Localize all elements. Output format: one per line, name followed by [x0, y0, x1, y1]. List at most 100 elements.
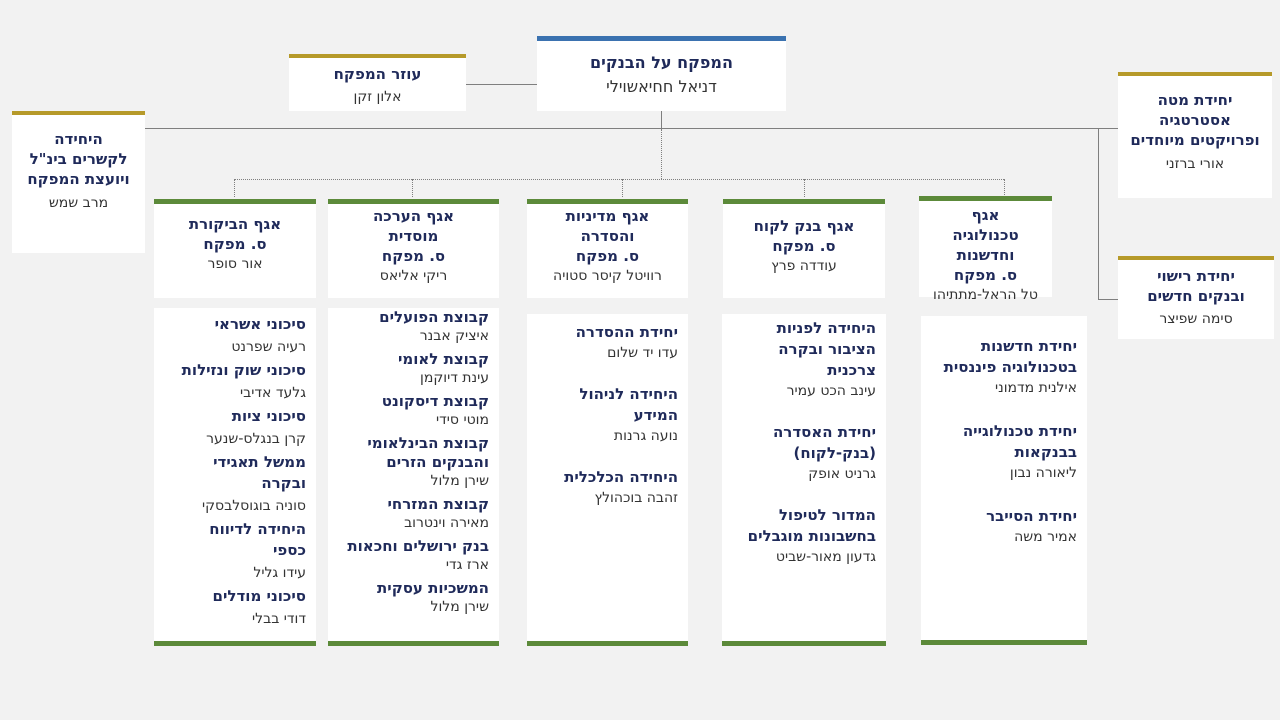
connector-dept-4 [804, 179, 805, 197]
list-item: יחידת האסדרה (בנק-לקוח) גרניט אופק [732, 422, 876, 485]
unit-head-name: עידו גליל [253, 565, 306, 581]
unit-title: (בנק-לקוח) [793, 444, 877, 462]
unit-head-name: עינת דיוקמן [420, 370, 489, 386]
department-title-line: ס. מפקח [772, 237, 836, 255]
list-item: סיכוני אשראי רעיה שפרנט [164, 314, 306, 358]
strategy-title-1: יחידת מטה [1157, 91, 1233, 109]
strategy-title-3: ופרויקטים מיוחדים [1130, 131, 1260, 149]
unit-head-name: נועה גרנות [613, 428, 678, 444]
unit-title: ממשל תאגידי [213, 453, 306, 471]
strategy-unit-box: יחידת מטה אסטרטגיה ופרויקטים מיוחדים אור… [1118, 72, 1272, 198]
unit-title: יחידת הסייבר [986, 507, 1077, 525]
connector-dept-5 [1004, 179, 1005, 197]
unit-title: היחידה לניהול [579, 385, 678, 403]
unit-title: בחשבונות מוגבלים [747, 527, 876, 545]
unit-title: המדור לטיפול [778, 506, 876, 524]
connector-departments-horizontal [234, 179, 1004, 180]
list-item: המשכיות עסקית שירן מלול [338, 579, 489, 617]
unit-title: בבנקאות [1014, 443, 1077, 461]
international-title-2: לקשרים בינ"ל [29, 150, 128, 168]
department-policy-units: יחידת ההסדרה עדו יד שלום היחידה לניהול ה… [527, 314, 688, 646]
unit-title: סיכוני ציות [231, 407, 306, 425]
unit-title: קבוצת הבינלאומי [367, 434, 489, 452]
supervisor-box: המפקח על הבנקים דניאל חחיאשוילי [537, 36, 786, 111]
unit-head-name: קרן בנגלס-שנער [206, 431, 306, 447]
list-item: סיכוני שוק ונזילות גלעד אדיבי [164, 360, 306, 404]
connector-top-assistant [465, 84, 538, 85]
list-item: יחידת ההסדרה עדו יד שלום [537, 322, 678, 364]
department-assessment-header: אגף הערכה מוסדית ס. מפקח ריקי אליאס [328, 199, 499, 298]
connector-top-to-departments [661, 129, 662, 179]
unit-title: בטכנולוגיה פיננסית [943, 358, 1077, 376]
list-item: קבוצת המזרחי מאירה וינטרוב [338, 495, 489, 533]
unit-title: קבוצת לאומי [397, 350, 489, 368]
unit-head-name: שירן מלול [430, 599, 489, 615]
connector-dept-1 [234, 179, 235, 197]
list-item: היחידה לניהול המידע נועה גרנות [537, 384, 678, 447]
department-head-name: טל הראל-מתתיהו [933, 287, 1038, 303]
unit-head-name: סוניה בוגוסלבסקי [201, 498, 306, 514]
department-title-line: אגף הערכה [372, 207, 455, 225]
supervisor-name: דניאל חחיאשוילי [606, 77, 717, 96]
list-item: קבוצת הפועלים איציק אבנר [338, 308, 489, 346]
department-bank-customer-units: היחידה לפניות הציבור ובקרה צרכנית עינב ה… [722, 314, 886, 646]
department-title-line: אגף [971, 206, 1000, 224]
unit-head-name: ארז גדי [445, 557, 489, 573]
strategy-name: אורי ברזני [1165, 156, 1225, 172]
unit-head-name: מוטי סידי [436, 412, 489, 428]
unit-title: סיכוני מודלים [212, 587, 306, 605]
unit-head-name: דודי בבלי [252, 611, 306, 627]
list-item: יחידת טכנולוגייה בבנקאות ליאורה נבון [931, 421, 1077, 484]
list-item: המדור לטיפול בחשבונות מוגבלים גדעון מאור… [732, 505, 876, 568]
unit-head-name: אילנית מדמוני [994, 380, 1077, 396]
unit-title: היחידה לדיווח [209, 520, 306, 538]
department-head-name: אור סופר [207, 256, 263, 272]
department-title-line: אגף הביקורת [188, 215, 282, 233]
unit-head-name: זהבה בוכהולץ [594, 490, 678, 506]
connector-right-vertical [1098, 128, 1099, 300]
unit-title: היחידה לפניות [776, 319, 876, 337]
list-item: סיכוני ציות קרן בנגלס-שנער [164, 406, 306, 450]
unit-title: יחידת טכנולוגייה [962, 422, 1077, 440]
department-title-line: מוסדית [388, 227, 439, 245]
international-title-3: ויועצת המפקח [27, 170, 130, 188]
department-title-line: ס. מפקח [953, 266, 1018, 284]
strategy-title-2: אסטרטגיה [1159, 111, 1231, 129]
unit-title: סיכוני אשראי [214, 315, 306, 333]
department-title-line: ס. מפקח [575, 247, 640, 265]
department-title-line: ס. מפקח [203, 235, 267, 253]
licensing-title-2: ובנקים חדשים [1147, 287, 1245, 305]
unit-title: צרכנית [827, 361, 876, 379]
unit-title: המידע [633, 406, 678, 424]
list-item: היחידה לדיווח כספי עידו גליל [164, 519, 306, 584]
list-item: היחידה הכלכלית זהבה בוכהולץ [537, 467, 678, 509]
department-technology-units: יחידת חדשנות בטכנולוגיה פיננסית אילנית מ… [921, 316, 1087, 645]
unit-title: היחידה הכלכלית [564, 468, 678, 486]
list-item: סיכוני מודלים דודי בבלי [164, 586, 306, 630]
department-head-name: רוויטל קיסר סטויה [553, 268, 662, 284]
department-title-line: טכנולוגיה וחדשנות [952, 226, 1019, 264]
department-title-line: אגף מדיניות [565, 207, 650, 225]
unit-head-name: אמיר משה [1014, 529, 1077, 545]
unit-head-name: שירן מלול [430, 473, 489, 489]
unit-head-name: איציק אבנר [419, 328, 489, 344]
assistant-box: עוזר המפקח אלון זקן [289, 54, 466, 111]
assistant-title: עוזר המפקח [333, 65, 422, 83]
unit-title: קבוצת דיסקונט [381, 392, 489, 410]
connector-dept-3 [622, 179, 623, 197]
international-title-1: היחידה [54, 130, 103, 148]
assistant-name: אלון זקן [353, 89, 402, 105]
connector-dept-2 [412, 179, 413, 197]
unit-title: הציבור ובקרה [778, 340, 876, 358]
list-item: קבוצת הבינלאומי והבנקים הזרים שירן מלול [338, 434, 489, 491]
department-technology-header: אגף טכנולוגיה וחדשנות ס. מפקח טל הראל-מת… [919, 196, 1052, 303]
department-audit-header: אגף הביקורת ס. מפקח אור סופר [154, 199, 316, 298]
unit-title: קבוצת הפועלים [379, 308, 489, 326]
unit-title: המשכיות עסקית [377, 579, 489, 597]
unit-head-name: מאירה וינטרוב [404, 515, 489, 531]
department-audit-units: סיכוני אשראי רעיה שפרנט סיכוני שוק ונזיל… [154, 308, 316, 646]
unit-title: ובקרה [261, 474, 306, 492]
department-head-name: עודדה פרץ [771, 258, 837, 274]
unit-head-name: גלעד אדיבי [240, 385, 306, 401]
unit-head-name: גדעון מאור-שביט [775, 549, 876, 565]
